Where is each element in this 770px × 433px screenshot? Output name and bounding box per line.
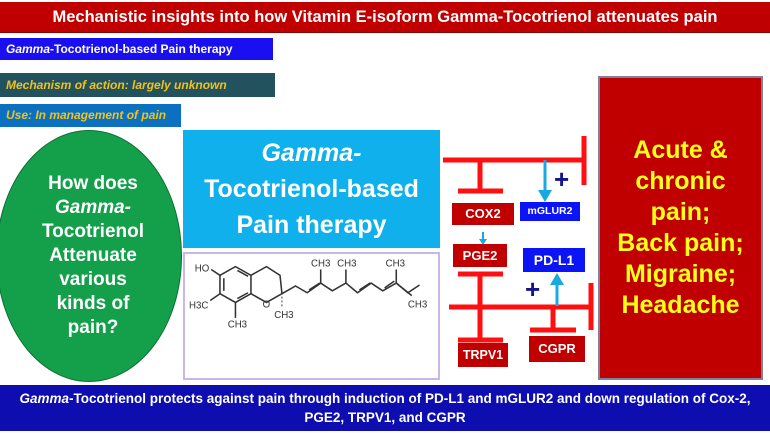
question-line-italic: Gamma- — [54, 197, 132, 218]
gamma-tocotrienol-structure-icon: HO H3C O CH3 CH3 CH3 CH3 CH3 CH3 — [189, 259, 427, 331]
node-pdl1: PD-L1 — [523, 248, 585, 272]
therapy-box-line: Tocotrienol-based — [204, 175, 419, 203]
question-line: How does — [48, 173, 138, 194]
structure-label-ch3: CH3 — [228, 320, 247, 331]
therapy-box-line: Pain therapy — [236, 211, 387, 239]
structure-label-ch3: CH3 — [274, 310, 293, 321]
node-cox2: COX2 — [452, 203, 514, 225]
tag-therapy-text: -Tocotrienol-based Pain therapy — [50, 42, 233, 56]
therapy-box: Gamma- Tocotrienol-based Pain therapy — [183, 130, 440, 248]
summary-italic: Gamma — [19, 391, 70, 406]
node-mglur2: mGLUR2 — [520, 202, 580, 221]
plus-icon: + — [554, 164, 569, 194]
structure-label-h3c: H3C — [189, 300, 208, 311]
tag-therapy-italic: Gamma — [6, 42, 51, 56]
structure-label-ch3: CH3 — [337, 259, 356, 270]
structure-label-ch3: CH3 — [408, 299, 427, 310]
plus-icon: + — [525, 274, 540, 304]
node-cgpr: CGPR — [529, 336, 585, 362]
question-line: Attenuate — [49, 245, 137, 266]
therapy-box-italic: Gamma- — [261, 139, 362, 167]
arrowhead-icon — [550, 273, 564, 285]
structure-label-o: O — [263, 299, 271, 310]
arrowhead-icon — [538, 190, 552, 202]
tag-therapy: Gamma-Tocotrienol-based Pain therapy — [0, 38, 273, 60]
pain-type-line: Back pain; — [617, 229, 744, 257]
pain-type-line: chronic — [635, 167, 726, 195]
tag-use: Use: In management of pain — [0, 104, 181, 127]
structure-label-ch3: CH3 — [311, 259, 330, 270]
pain-types-box: Acute & chronic pain; Back pain; Migrain… — [598, 76, 763, 380]
title-bar: Mechanistic insights into how Vitamin E-… — [0, 2, 770, 33]
question-line: various — [59, 269, 127, 290]
question-ellipse: How does Gamma- Tocotrienol Attenuate va… — [0, 130, 182, 382]
pain-type-line: Migraine; — [624, 260, 737, 288]
question-line: Tocotrienol — [41, 221, 145, 242]
pain-type-line: pain; — [650, 198, 711, 226]
chemical-structure: HO H3C O CH3 CH3 CH3 CH3 CH3 CH3 — [183, 252, 440, 380]
summary-bar: Gamma-Tocotrienol protects against pain … — [0, 385, 770, 431]
tag-mechanism: Mechanism of action: largely unknown — [0, 73, 275, 97]
node-pge2: PGE2 — [453, 244, 507, 267]
summary-text: -Tocotrienol protects against pain throu… — [69, 391, 751, 425]
structure-label-ch3: CH3 — [386, 259, 405, 270]
pain-type-line: Headache — [621, 291, 740, 319]
pain-type-line: Acute & — [633, 136, 728, 164]
question-line: kinds of — [56, 293, 130, 314]
node-trpv1: TRPV1 — [458, 343, 508, 367]
structure-label-ho: HO — [195, 263, 210, 274]
question-line: pain? — [67, 317, 119, 338]
